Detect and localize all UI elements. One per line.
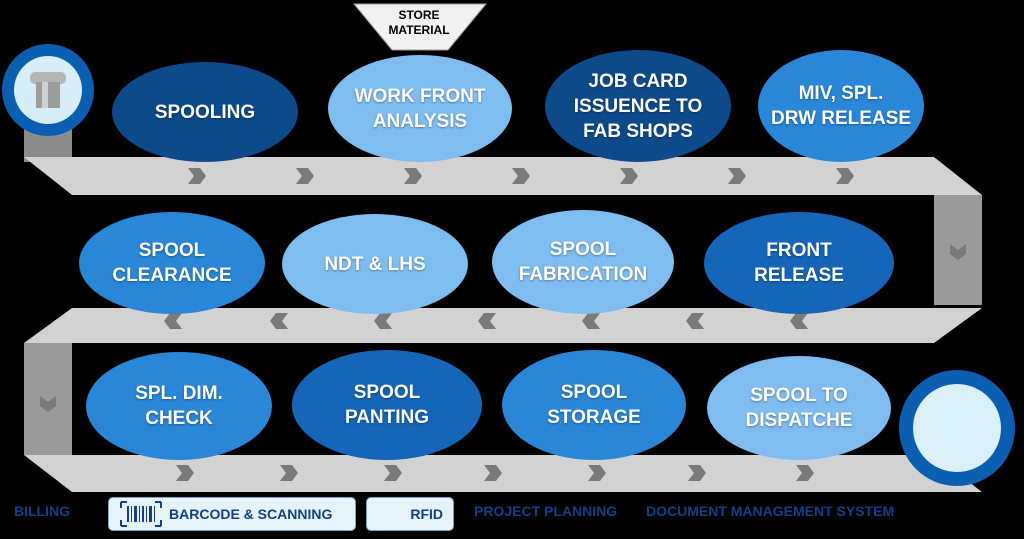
rfid-box: RFID [366,497,454,531]
barcode-scanning-box: BARCODE & SCANNING [108,497,356,531]
node-label: MIV, SPL. DRW RELEASE [770,83,912,129]
belt-post-left [24,343,72,455]
belt-row-1 [24,157,982,195]
node-label: SPOOL FABRICATION [518,239,648,285]
node-label: FRONT RELEASE [754,240,844,286]
project-planning-label: PROJECT PLANNING [474,503,618,519]
store-material-label: STORE MATERIAL [388,8,450,37]
chevron-right-icon [728,168,746,184]
node-label: SPOOL TO DISPATCHE [745,385,853,431]
store-material-funnel [352,3,488,51]
node-spool-storage: SPOOL STORAGE [502,350,686,460]
chevron-down-icon [950,244,966,260]
node-miv-spl-drw-release: MIV, SPL. DRW RELEASE [758,50,924,162]
chevron-right-icon [688,465,706,481]
chevron-down-icon [40,396,56,412]
node-label: WORK FRONT ANALYSIS [354,85,486,132]
chevron-left-icon [374,313,392,329]
node-front-release: FRONT RELEASE [704,212,894,314]
chevron-left-icon [478,313,496,329]
node-spooling: SPOOLING [112,62,298,162]
belt-row-3 [24,455,982,492]
node-spl-dim-check: SPL. DIM. CHECK [86,352,272,460]
chevron-right-icon [176,465,194,481]
chevron-right-icon [404,168,422,184]
start-hopper-icon [2,44,94,136]
node-job-card-issuence: JOB CARD ISSUENCE TO FAB SHOPS [545,50,731,162]
chevron-right-icon [484,465,502,481]
chevron-right-icon [296,168,314,184]
document-management-label: DOCUMENT MANAGEMENT SYSTEM [646,503,895,519]
chevron-right-icon [188,168,206,184]
node-label: SPL. DIM. CHECK [135,383,223,429]
node-spool-to-dispatche: SPOOL TO DISPATCHE [707,356,891,460]
rfid-label: RFID [410,506,443,522]
node-spool-fabrication: SPOOL FABRICATION [492,210,674,314]
end-circle-icon [899,370,1015,486]
node-label: SPOOLING [154,101,256,123]
billing-label: BILLING [14,503,70,519]
node-label: NDT & LHS [324,253,426,275]
node-spool-clearance: SPOOL CLEARANCE [79,212,265,314]
chevron-right-icon [588,465,606,481]
chevron-right-icon [280,465,298,481]
node-label: SPOOL CLEARANCE [112,240,232,286]
chevron-left-icon [270,313,288,329]
chevron-right-icon [796,465,814,481]
chevron-left-icon [790,313,808,329]
chevron-left-icon [582,313,600,329]
belt-row-2 [24,308,982,343]
chevron-right-icon [512,168,530,184]
chevron-left-icon [164,313,182,329]
chevron-right-icon [384,465,402,481]
chevron-left-icon [686,313,704,329]
node-ndt-lhs: NDT & LHS [282,214,468,314]
chevron-right-icon [836,168,854,184]
node-label: SPOOL PANTING [344,382,430,428]
barcode-icon [120,501,162,527]
barcode-scanning-label: BARCODE & SCANNING [169,506,333,522]
node-label: JOB CARD ISSUENCE TO FAB SHOPS [573,70,703,142]
node-label: SPOOL STORAGE [547,382,641,428]
node-work-front-analysis: WORK FRONT ANALYSIS [328,55,512,162]
node-spool-panting: SPOOL PANTING [292,350,482,460]
chevron-right-icon [620,168,638,184]
